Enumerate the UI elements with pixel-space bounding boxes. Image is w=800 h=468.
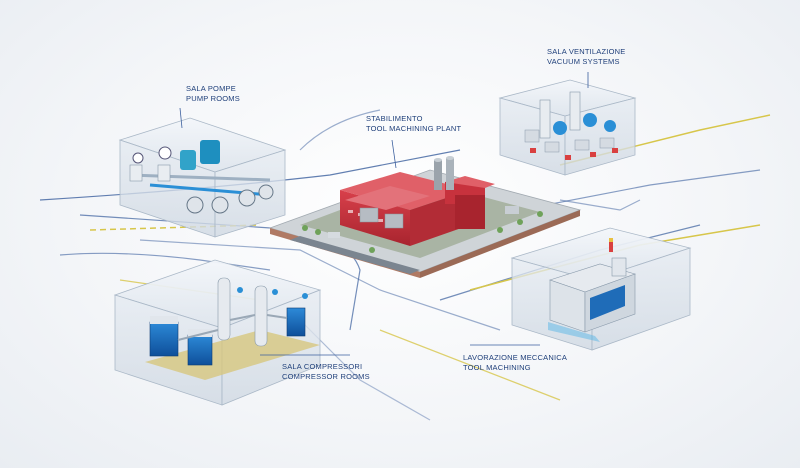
ventilation-label-it: SALA VENTILAZIONE bbox=[547, 47, 626, 56]
cnc-machine-icon bbox=[548, 238, 636, 342]
vacuum-pump-icon bbox=[524, 91, 618, 160]
plant-label-it: STABILIMENTO bbox=[366, 114, 423, 123]
pump-rooms-label: SALA POMPE PUMP ROOMS bbox=[186, 84, 240, 104]
compressor-icon bbox=[145, 277, 320, 380]
ventilation-label: SALA VENTILAZIONE VACUUM SYSTEMS bbox=[547, 47, 625, 67]
compressor-rooms-label: SALA COMPRESSORI COMPRESSOR ROOMS bbox=[282, 362, 370, 382]
pump-rooms-label-en: PUMP ROOMS bbox=[186, 94, 240, 103]
plant-label-leader bbox=[391, 139, 397, 169]
plant-label: STABILIMENTO TOOL MACHINING PLANT bbox=[366, 114, 461, 134]
machining-box bbox=[510, 227, 692, 351]
factory-building bbox=[328, 156, 519, 246]
machining-label-it: LAVORAZIONE MECCANICA bbox=[463, 353, 568, 362]
pump-label-leader bbox=[179, 107, 183, 129]
machining-label: LAVORAZIONE MECCANICA TOOL MACHINING bbox=[463, 353, 567, 373]
machining-label-en: TOOL MACHINING bbox=[463, 363, 531, 372]
compressor-rooms-label-en: COMPRESSOR ROOMS bbox=[282, 372, 370, 381]
ventilation-label-en: VACUUM SYSTEMS bbox=[547, 57, 620, 66]
pump-room-box bbox=[118, 117, 287, 238]
plant-label-en: TOOL MACHINING PLANT bbox=[366, 124, 462, 133]
compressor-room-box bbox=[113, 259, 322, 406]
ventilation-box bbox=[498, 79, 637, 176]
pump-rooms-label-it: SALA POMPE bbox=[186, 84, 236, 93]
pump-equipment-icon bbox=[129, 140, 274, 214]
compressor-rooms-label-it: SALA COMPRESSORI bbox=[282, 362, 363, 371]
